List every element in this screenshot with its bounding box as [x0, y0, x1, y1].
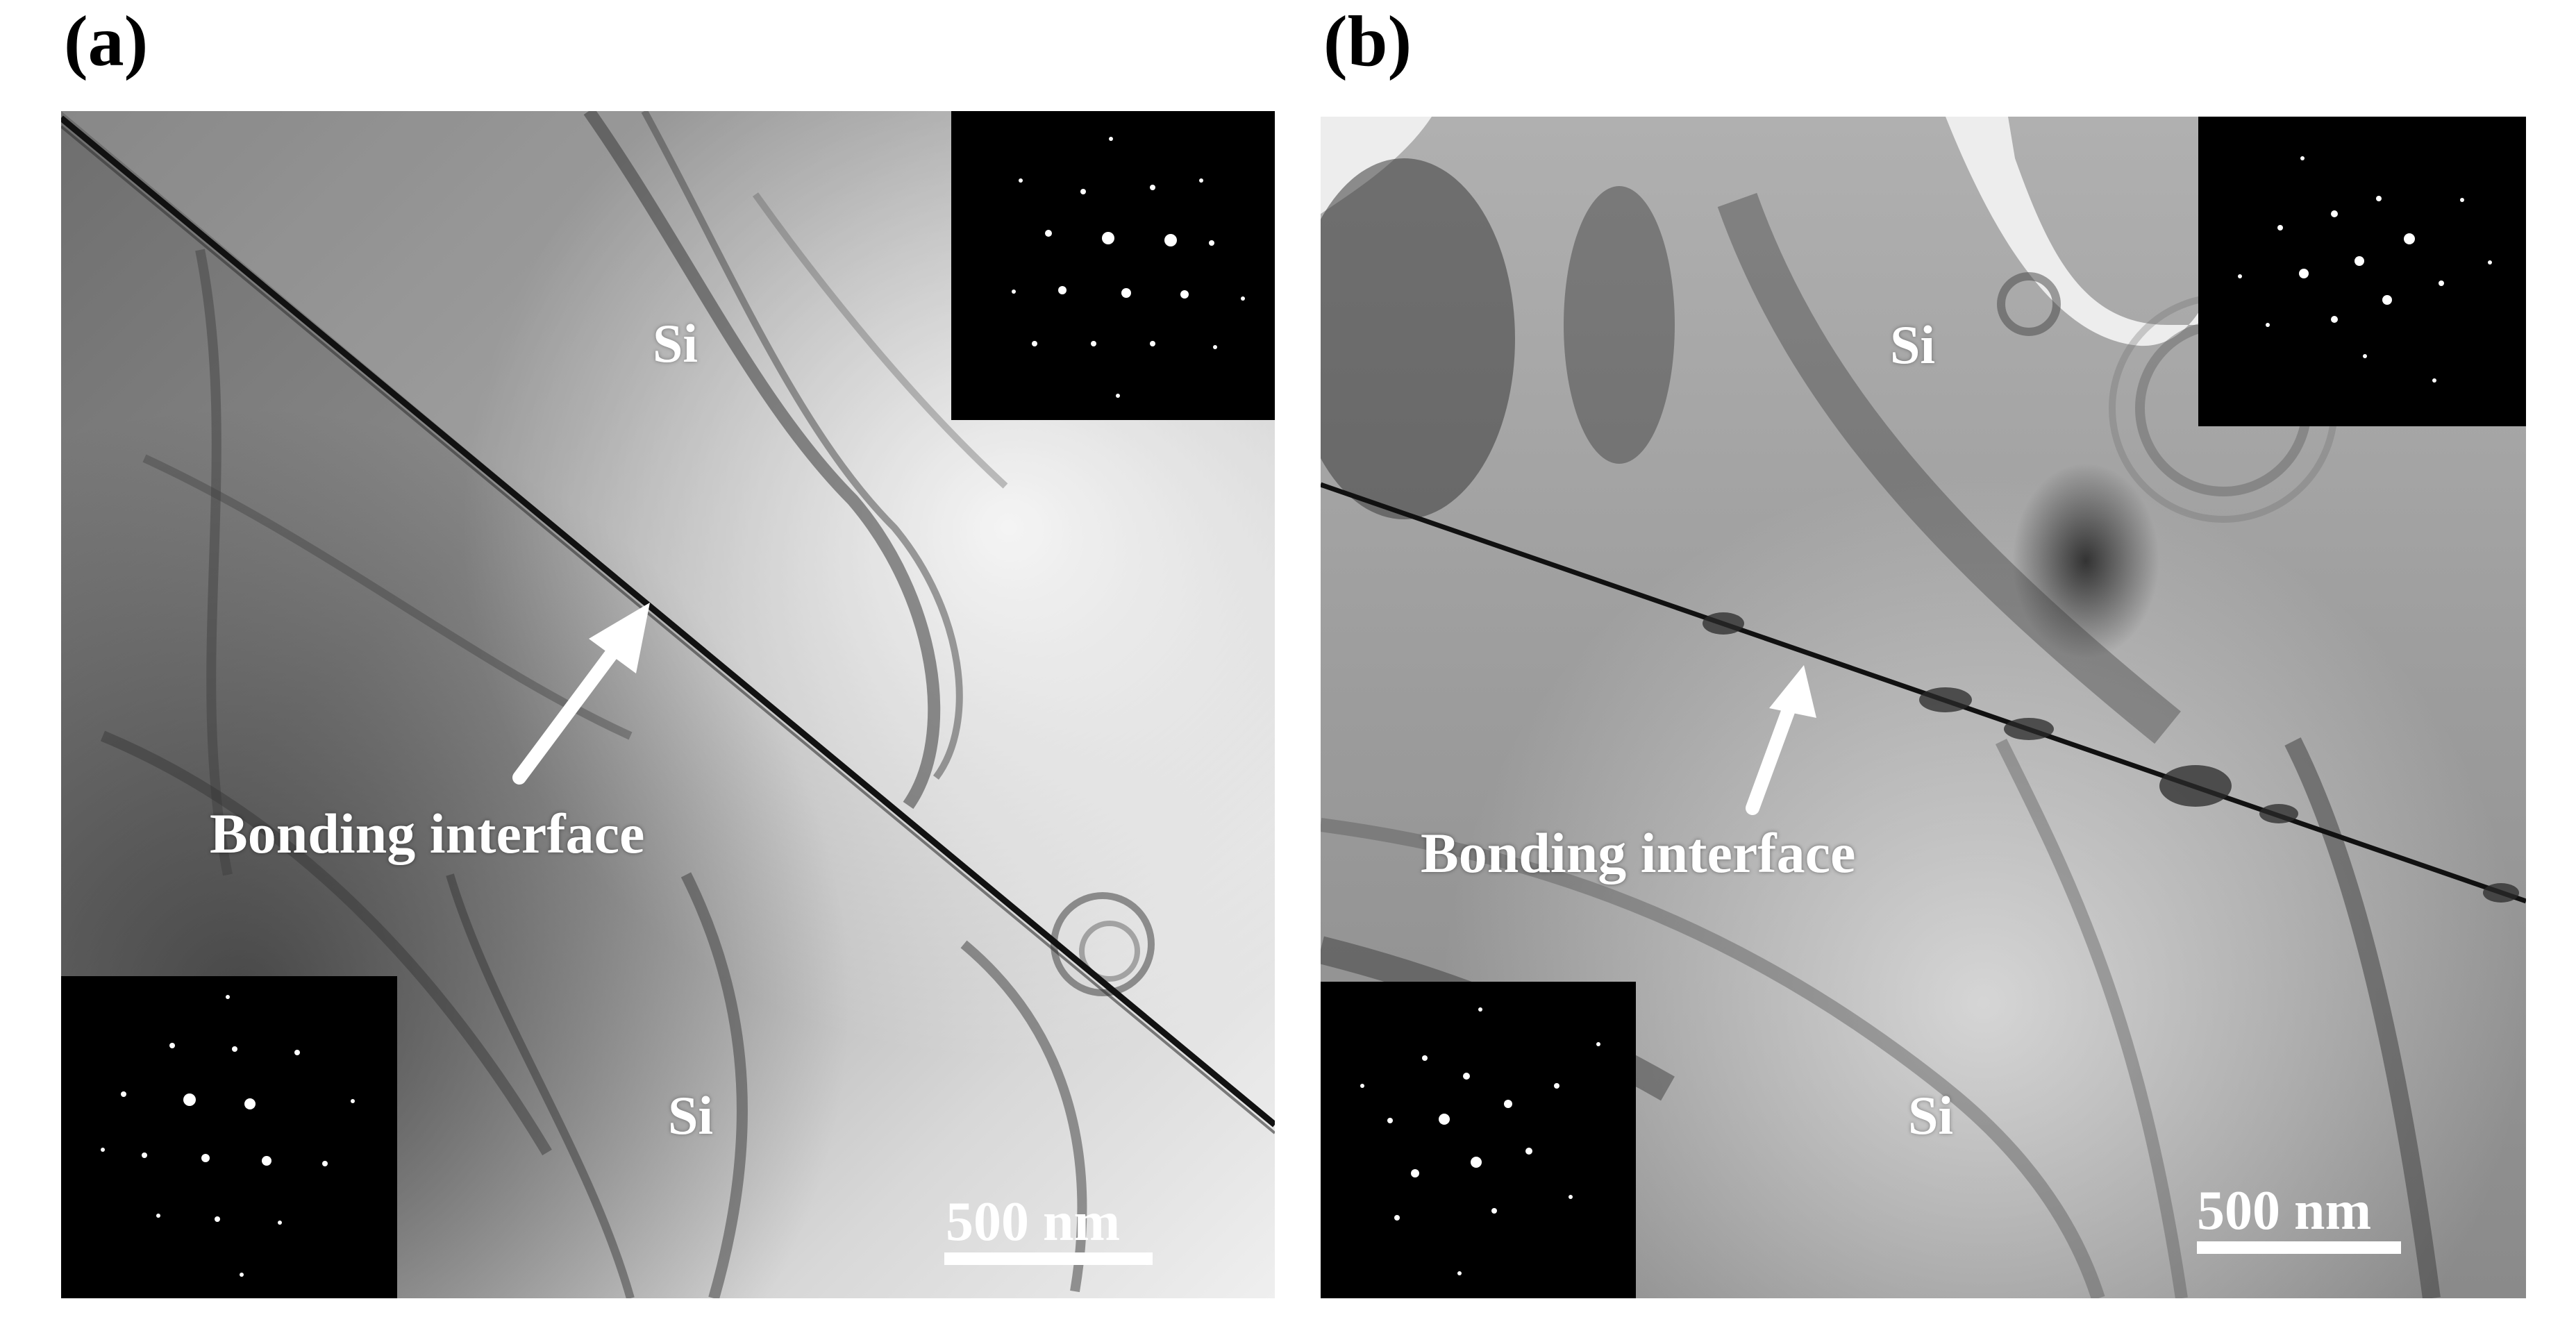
diffraction-pattern-svg [61, 976, 397, 1298]
scale-bar [944, 1252, 1153, 1265]
diffraction-pattern-inset-bottom [1321, 982, 1636, 1298]
region-label-bottom: Si [1908, 1085, 1954, 1146]
diffraction-pattern-svg [1321, 982, 1636, 1298]
diffraction-pattern-svg [951, 111, 1275, 420]
scale-bar-label: 500 nm [946, 1191, 1121, 1252]
scale-bar [2197, 1241, 2401, 1254]
panel-a-micrograph: Si Si Bonding interface 500 nm [61, 111, 1275, 1298]
region-label-top: Si [653, 313, 699, 374]
diffraction-pattern-inset-bottom [61, 976, 397, 1298]
diffraction-pattern-inset-top [2198, 117, 2526, 426]
region-label-top: Si [1890, 315, 1936, 375]
panel-b-micrograph: Si Si Bonding interface 500 nm [1321, 117, 2526, 1298]
interface-label: Bonding interface [1421, 821, 1856, 885]
region-label-bottom: Si [668, 1085, 714, 1146]
diffraction-pattern-svg [2198, 117, 2526, 426]
interface-label: Bonding interface [210, 802, 645, 865]
scale-bar-label: 500 nm [2197, 1180, 2372, 1241]
diffraction-pattern-inset-top [951, 111, 1275, 420]
panel-a-label: (a) [64, 1, 149, 81]
panel-b-label: (b) [1323, 1, 1412, 81]
